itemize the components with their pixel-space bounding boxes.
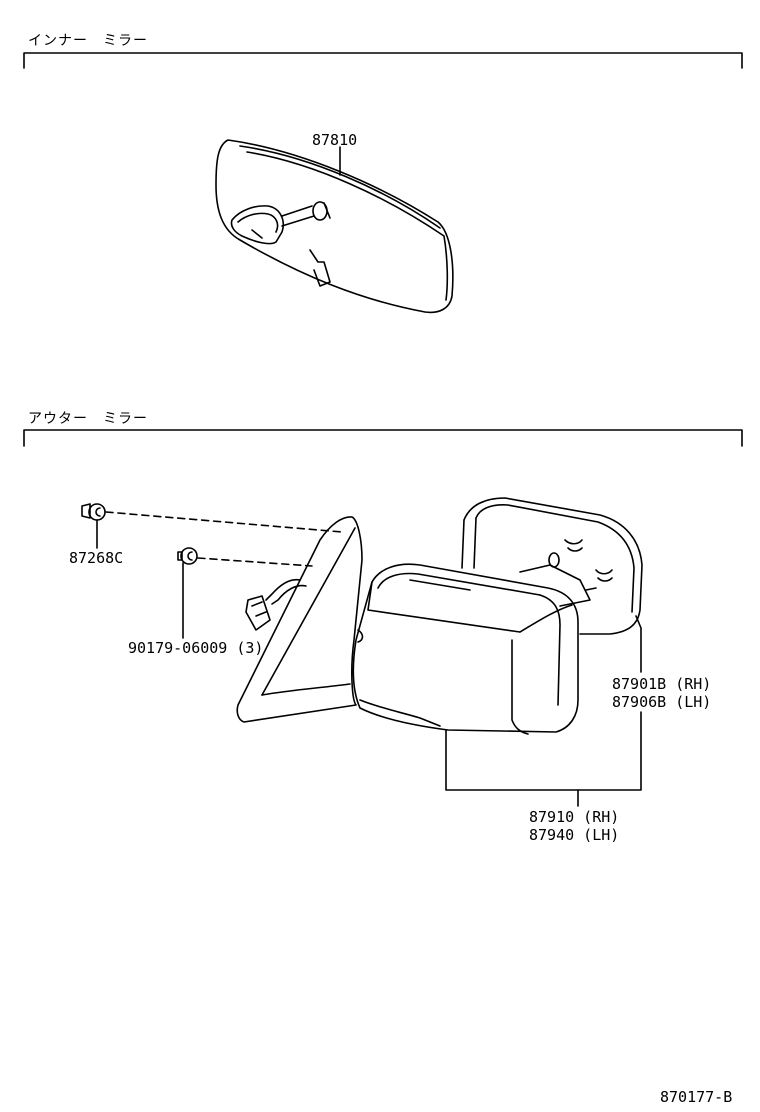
part-label-87901b-rh: 87901B (RH): [612, 675, 712, 693]
screw-assembly-line: [197, 557, 313, 567]
clip-assembly-line: [105, 511, 343, 533]
inner-section-bracket: [23, 52, 743, 69]
screw-90179-drawing: [177, 547, 198, 565]
leader-87901b: [635, 615, 642, 673]
part-label-87810: 87810: [312, 131, 358, 149]
inner-mirror-section-title: インナー ミラー: [28, 33, 148, 49]
outer-section-bracket: [23, 429, 743, 447]
clip-87268c-drawing: [81, 503, 106, 521]
diagram-code: 870177-B: [660, 1088, 733, 1106]
outer-mirror-drawing: [81, 497, 643, 735]
leader-87910: [445, 711, 642, 791]
part-label-87910-rh: 87910 (RH): [529, 808, 620, 826]
inner-mirror-drawing: [215, 139, 454, 314]
part-label-87268c: 87268C: [69, 549, 124, 567]
outer-mirror-section-title: アウター ミラー: [28, 411, 148, 427]
part-label-90179-06009: 90179-06009 (3): [128, 639, 264, 657]
part-label-87940-lh: 87940 (LH): [529, 826, 620, 844]
part-label-87906b-lh: 87906B (LH): [612, 693, 712, 711]
